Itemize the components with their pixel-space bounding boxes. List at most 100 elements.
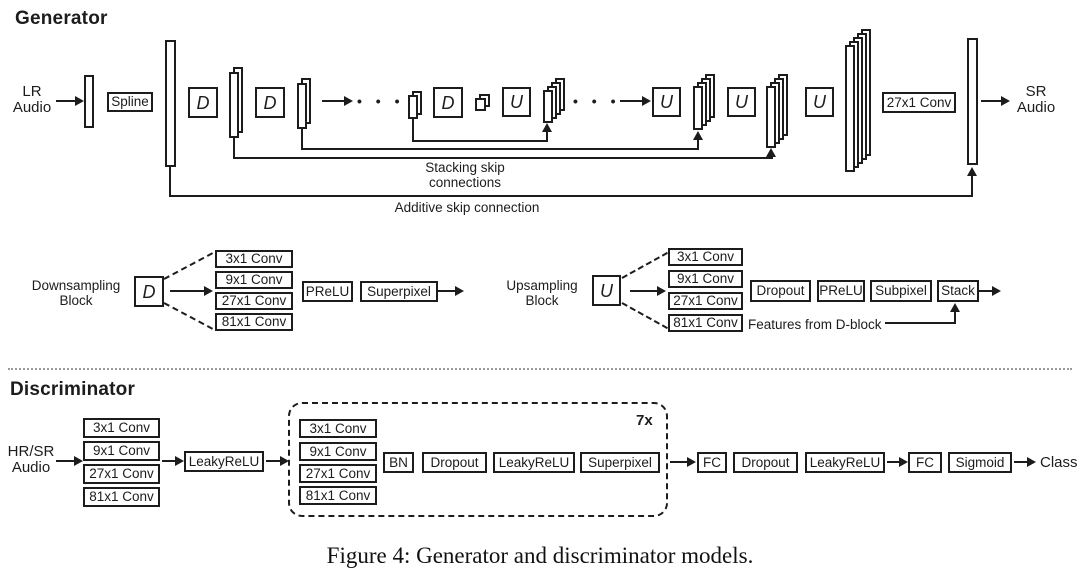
arrow-line: [170, 290, 204, 292]
conv-27x1-box: 27x1 Conv: [215, 292, 293, 310]
dropout-box: Dropout: [733, 452, 798, 473]
arrow-line: [620, 100, 642, 102]
feature-bar-output: [967, 38, 978, 165]
arrow-head: [74, 456, 83, 466]
arrow-line: [162, 460, 175, 462]
conv-27x1-box: 27x1 Conv: [299, 464, 377, 483]
conv-9x1-box: 9x1 Conv: [299, 442, 377, 461]
arrow-head: [204, 286, 213, 296]
arrow-head: [992, 286, 1001, 296]
generator-title: Generator: [15, 8, 108, 29]
skip-line: [697, 139, 699, 149]
arrow-line: [981, 100, 1001, 102]
skip-line: [412, 117, 414, 142]
feature-bar: [408, 95, 418, 119]
arrow-line: [979, 290, 992, 292]
d-block-box-3: D: [433, 87, 463, 118]
leakyrelu-box: LeakyReLU: [184, 451, 264, 472]
arrow-head: [642, 96, 651, 106]
skip-line: [233, 136, 235, 159]
feature-bar: [766, 86, 776, 148]
feature-bar: [475, 98, 486, 111]
arrow-line: [322, 100, 344, 102]
skip-line: [301, 127, 303, 150]
conv-27x1-box: 27x1 Conv: [83, 464, 160, 484]
u-block-box-3: U: [727, 87, 756, 117]
feature-bar: [229, 72, 239, 138]
arrow-head: [175, 456, 184, 466]
arrow-head-up: [950, 303, 960, 312]
fc-box: FC: [908, 452, 942, 473]
skip-line: [169, 195, 973, 197]
conv-27x1-box: 27x1 Conv: [668, 292, 743, 310]
sr-audio-label: SR Audio: [1016, 83, 1056, 116]
sigmoid-box: Sigmoid: [948, 452, 1012, 473]
fc-box: FC: [697, 452, 727, 473]
u-block-box-4: U: [805, 87, 834, 117]
final-conv-box: 27x1 Conv: [882, 92, 956, 113]
conv-81x1-box: 81x1 Conv: [668, 314, 743, 332]
skip-line: [301, 148, 699, 150]
conv-9x1-box: 9x1 Conv: [668, 270, 743, 288]
prelu-box: PReLU: [817, 280, 865, 302]
arrow-line: [670, 461, 687, 463]
repeated-block-outline: [288, 402, 668, 517]
arrow-line: [56, 460, 74, 462]
arrow-head-up: [766, 148, 776, 157]
features-from-dblock-label: Features from D-block: [748, 317, 882, 332]
arrow-head: [1027, 457, 1036, 467]
stack-box: Stack: [937, 280, 979, 302]
bn-box: BN: [383, 452, 414, 473]
arrow-line: [630, 290, 657, 292]
arrow-head-up: [967, 167, 977, 176]
skip-line: [546, 131, 548, 141]
arrow-head: [455, 286, 464, 296]
arrow-head: [280, 456, 289, 466]
dashed-connector: [621, 251, 668, 279]
dashed-connector: [163, 252, 214, 280]
figure-caption: Figure 4: Generator and discriminator mo…: [326, 543, 754, 568]
arrow-head-up: [542, 123, 552, 132]
u-block-box-1: U: [502, 87, 531, 117]
arrow-head: [899, 457, 908, 467]
arrow-head: [657, 286, 666, 296]
prelu-box: PReLU: [302, 281, 353, 302]
hrsr-audio-label: HR/SR Audio: [7, 443, 55, 476]
leakyrelu-box: LeakyReLU: [493, 452, 575, 473]
lr-audio-label: LR Audio: [12, 83, 52, 116]
stacking-skip-label: Stacking skip connections: [425, 160, 505, 190]
conv-3x1-box: 3x1 Conv: [83, 418, 160, 438]
class-output-label: Class: [1040, 454, 1078, 471]
arrow-head: [1001, 96, 1010, 106]
ellipsis-dots: • • •: [357, 93, 405, 109]
subpixel-box: Subpixel: [870, 280, 932, 302]
feature-bar: [693, 86, 703, 130]
skip-line: [412, 140, 548, 142]
arrow-head-up: [693, 131, 703, 140]
d-block-box-2: D: [255, 87, 285, 118]
additive-skip-label: Additive skip connection: [394, 200, 540, 215]
conv-9x1-box: 9x1 Conv: [215, 271, 293, 289]
feature-bar: [845, 45, 855, 172]
feature-bar-tall: [165, 40, 176, 167]
dashed-connector: [621, 302, 668, 330]
feature-bar-input: [84, 75, 94, 128]
arrow-line: [438, 290, 455, 292]
arrow-line: [1014, 461, 1027, 463]
conv-81x1-box: 81x1 Conv: [83, 487, 160, 507]
conv-9x1-box: 9x1 Conv: [83, 441, 160, 461]
dashed-connector: [163, 302, 214, 330]
leakyrelu-box: LeakyReLU: [805, 452, 885, 473]
conv-3x1-box: 3x1 Conv: [299, 419, 377, 438]
conv-81x1-box: 81x1 Conv: [299, 486, 377, 505]
conv-3x1-box: 3x1 Conv: [668, 248, 743, 266]
dropout-box: Dropout: [422, 452, 487, 473]
feature-line: [954, 310, 956, 324]
arrow-head: [344, 96, 353, 106]
upsampling-block-label: Upsampling Block: [506, 278, 578, 308]
d-symbol-box: D: [134, 276, 164, 307]
section-divider: [8, 368, 1072, 370]
arrow-line: [266, 460, 280, 462]
feature-bar: [543, 90, 553, 123]
skip-line: [971, 175, 973, 196]
